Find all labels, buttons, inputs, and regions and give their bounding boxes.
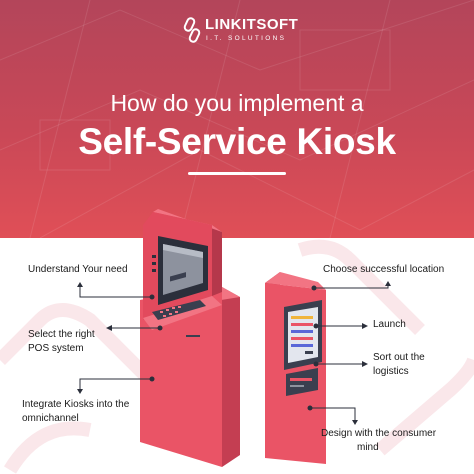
backdrop-shapes bbox=[0, 239, 474, 474]
step-label-line-1: Design with the consumer bbox=[321, 428, 437, 439]
step-design-consumer: Design with the consumer mind bbox=[321, 427, 436, 455]
headline-underline bbox=[188, 172, 286, 175]
brand-tagline: I.T. SOLUTIONS bbox=[206, 35, 287, 42]
blueprint-pattern bbox=[0, 0, 474, 238]
step-integrate-omnichannel: Integrate Kiosks into the omnichannel bbox=[22, 398, 129, 426]
step-label-line-1: Choose successful location bbox=[323, 264, 445, 275]
hero-banner: LINKITSOFT I.T. SOLUTIONS How do you imp… bbox=[0, 0, 474, 238]
link-chain-icon bbox=[183, 17, 201, 43]
step-label-line-1: Sort out the bbox=[373, 352, 425, 363]
kiosk-illustration bbox=[0, 209, 474, 474]
step-label-line-1: Understand Your need bbox=[28, 264, 128, 275]
brand-name: LINKITSOFT bbox=[205, 16, 299, 33]
step-select-pos: Select the right POS system bbox=[28, 328, 95, 356]
step-label-line-1: Launch bbox=[373, 319, 406, 330]
step-label-line-2: mind bbox=[357, 442, 379, 453]
headline-line-1: How do you implement a bbox=[110, 90, 364, 116]
tablet-kiosk bbox=[265, 272, 326, 464]
step-label-line-2: POS system bbox=[28, 343, 84, 354]
step-choose-location: Choose successful location bbox=[323, 263, 444, 277]
step-label-line-1: Select the right bbox=[28, 329, 95, 340]
brand-logo: LINKITSOFT I.T. SOLUTIONS bbox=[183, 14, 298, 46]
leader-arrowheads bbox=[77, 281, 391, 425]
headline-line-2: Self-Service Kiosk bbox=[78, 121, 396, 162]
step-sort-logistics: Sort out the logistics bbox=[373, 351, 425, 379]
step-understand-need: Understand Your need bbox=[28, 263, 128, 277]
atm-kiosk bbox=[140, 209, 240, 467]
step-label-line-1: Integrate Kiosks into the bbox=[22, 399, 130, 410]
step-label-line-2: logistics bbox=[373, 366, 409, 377]
step-launch: Launch bbox=[373, 318, 406, 332]
step-label-line-2: omnichannel bbox=[22, 413, 79, 424]
